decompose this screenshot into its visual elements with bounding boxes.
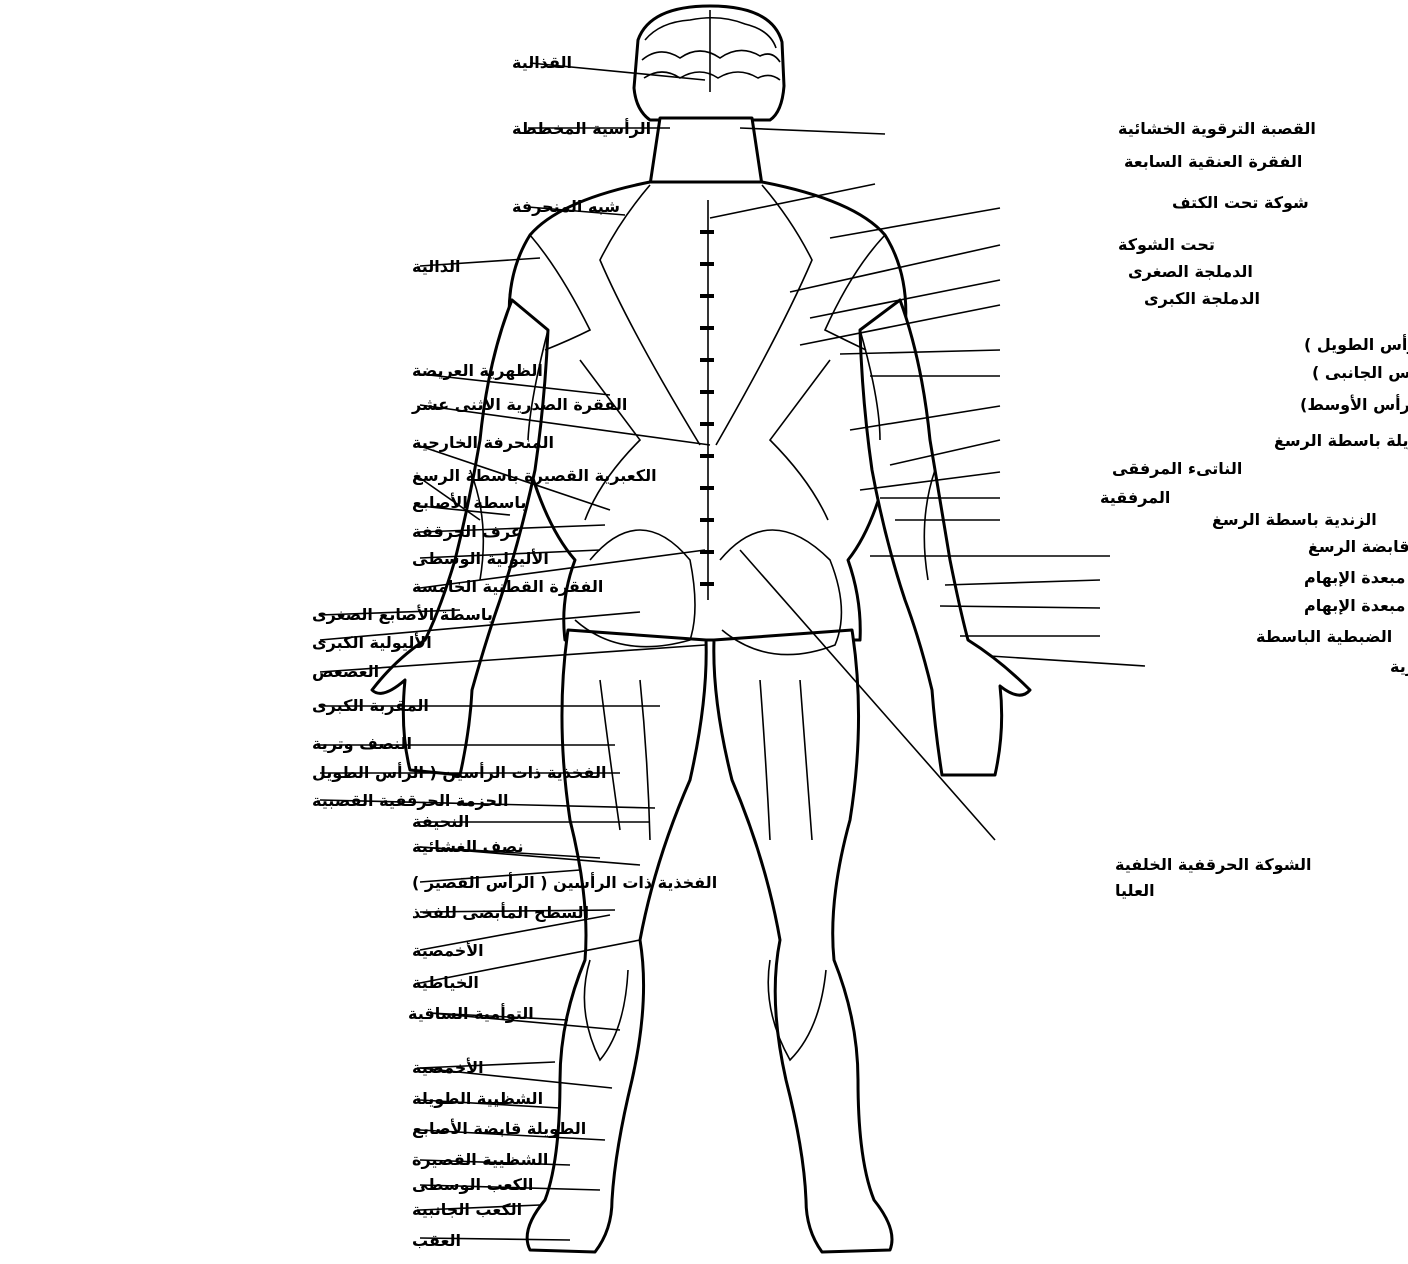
label-plantaris-2: الأخمصية bbox=[412, 1058, 484, 1077]
label-iliac-crest: عرف الحرقفة bbox=[412, 522, 522, 541]
label-peroneus-brevis: الشظيية القصيرة bbox=[412, 1150, 548, 1169]
label-iliotibial-tract: الحزمة الحرقفية القصبية bbox=[312, 791, 508, 810]
label-ext-carpi-radialis-brevis: الكعبرية القصيرة باسطة الرسغ bbox=[412, 466, 657, 485]
label-gluteus-medius: الأليولية الوسطى bbox=[412, 549, 549, 568]
label-external-oblique: المنحرفة الخارجية bbox=[412, 433, 554, 452]
label-psis-line1: الشوكة الحرقفية الخلفية bbox=[1115, 855, 1311, 874]
label-flexor-digitorum-longus: الطويلة قابضة الأصابع bbox=[412, 1119, 586, 1138]
label-twelfth-thoracic: الفقرة الصدرية الاثنى عشر bbox=[411, 395, 627, 414]
label-adductor-magnus: المقربة الكبرى bbox=[312, 696, 429, 715]
label-teres-minor: الدملجة الصغرى bbox=[1128, 262, 1253, 281]
label-latissimus-dorsi: الظهرية العريضة bbox=[412, 361, 543, 380]
label-ext-carpi-radialis-longus: الكعبرية الطويلة باسطة الرسغ bbox=[1274, 431, 1408, 450]
label-deltoid: الدالية bbox=[412, 257, 460, 276]
label-ext-carpi-ulnaris: الزندية باسطة الرسغ bbox=[1212, 510, 1377, 529]
label-triceps-long-head: الثلاثة الرؤوس ( الرأس الطويل ) bbox=[1304, 334, 1408, 354]
label-occipitalis: القذالية bbox=[512, 53, 572, 72]
label-gracilis: النحيفة bbox=[412, 812, 469, 831]
label-sternocleidomastoid: القصبة الترقوية الخشائية bbox=[1118, 119, 1316, 138]
label-psis-line2: العليا bbox=[1115, 881, 1155, 900]
label-dorsal-interosseous: عضلة بين عظمين الظهرية bbox=[1390, 657, 1408, 676]
label-semimembranosus: نصف الغشائية bbox=[412, 837, 523, 856]
label-abductor-pollicis-brevis: القصيرة مبعدة الإبهام bbox=[1304, 596, 1408, 615]
label-gluteus-maximus: الأليولية الكبرى bbox=[312, 633, 432, 652]
label-peroneus-longus: الشظيية الطويلة bbox=[412, 1089, 543, 1108]
label-calcaneus: العقب bbox=[412, 1231, 461, 1250]
label-infraspinatus: تحت الشوكة bbox=[1118, 235, 1215, 254]
label-olecranon: الناتىء المرفقى bbox=[1112, 459, 1242, 478]
label-triceps-lateral-head: الثلاثة الرؤوس ( الرأس الجانبى ) bbox=[1312, 362, 1408, 382]
label-biceps-femoris-long: الفخذية ذات الرأسين ( الرأس الطويل bbox=[312, 762, 606, 782]
label-ext-digiti-minimi: باسطة الأصابع الصغرى bbox=[312, 605, 493, 624]
label-triceps-medial-head: الثلاثة الرؤوس ( الرأس الأوسط) bbox=[1300, 394, 1408, 414]
label-flexor-carpi-ulnaris: الزندية قابضة الرسغ bbox=[1308, 537, 1408, 556]
label-trapezius: شبه المنحرفة bbox=[512, 197, 620, 216]
label-plantaris-1: الأخمصية bbox=[412, 941, 484, 960]
label-teres-major: الدملجة الكبرى bbox=[1144, 289, 1260, 308]
label-splenius-capitis: الرأسية المخططة bbox=[512, 118, 651, 138]
label-extensor-retinaculum: الضبطية الباسطة bbox=[1256, 627, 1392, 646]
label-seventh-cervical: الفقرة العنقية السابعة bbox=[1124, 152, 1302, 171]
label-semitendinosus: النصف وترية bbox=[312, 734, 412, 753]
label-medial-malleolus: الكعب الوسطى bbox=[412, 1175, 533, 1194]
label-abductor-pollicis-longus: الطويلة مبعدة الإبهام bbox=[1304, 568, 1408, 587]
label-sartorius: الخياطية bbox=[412, 973, 479, 992]
label-popliteal-surface: السطح المأبضى للفخذ bbox=[412, 902, 589, 922]
label-gastrocnemius: التوأمية الساقية bbox=[408, 1003, 534, 1023]
label-scapular-spine: شوكة تحت الكتف bbox=[1172, 193, 1309, 212]
label-fifth-lumbar: الفقرة القطنية الخامسة bbox=[412, 577, 603, 596]
label-lateral-malleolus: الكعب الجانبية bbox=[412, 1200, 522, 1219]
right-labels: القصبة الترقوية الخشائية الفقرة العنقية … bbox=[1100, 119, 1408, 900]
label-extensor-digitorum: باسطة الأصابع bbox=[412, 493, 526, 512]
label-coccyx: العصعص bbox=[312, 662, 379, 681]
label-biceps-femoris-short: الفخذية ذات الرأسين ( الرأس القصير ) bbox=[412, 872, 717, 892]
label-anconeus: المرفقية bbox=[1100, 488, 1170, 507]
